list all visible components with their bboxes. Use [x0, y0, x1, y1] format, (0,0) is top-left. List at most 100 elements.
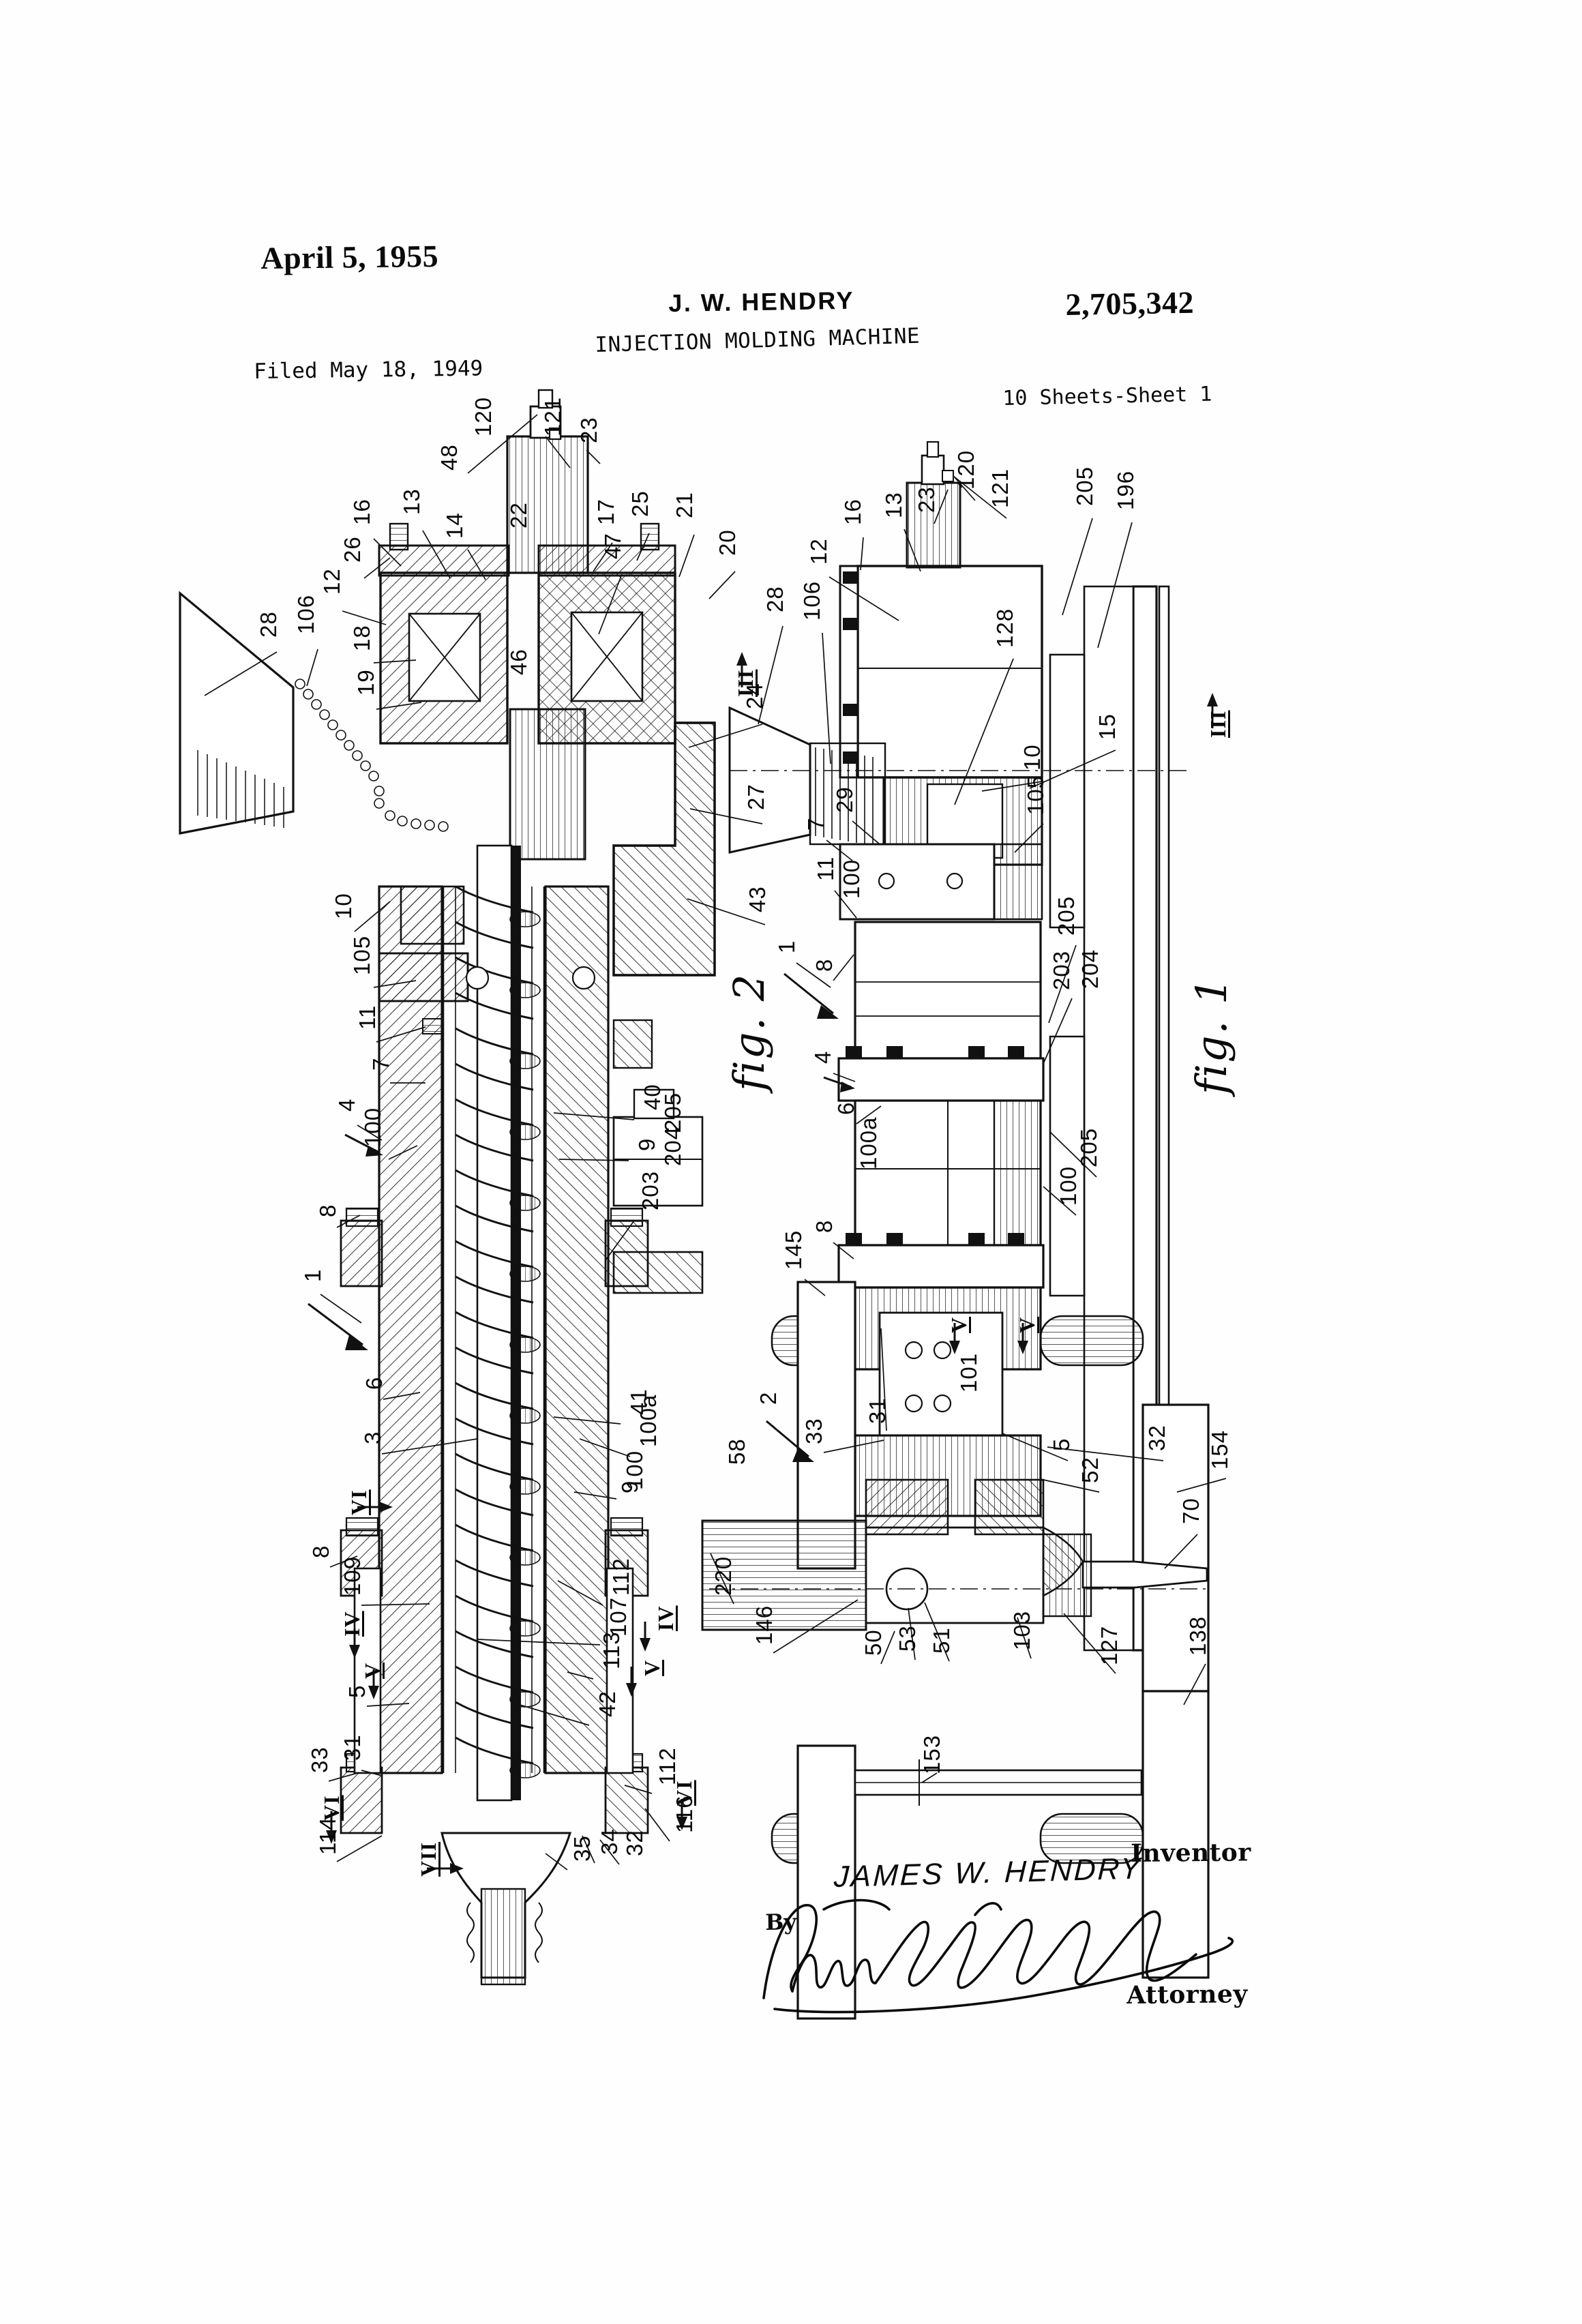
- fig2-ref-32: 32: [622, 1830, 647, 1856]
- fig2-ref-1: 1: [300, 1268, 325, 1282]
- fig2-ref-31: 31: [340, 1734, 365, 1761]
- fig2-ref-8: 8: [315, 1204, 340, 1217]
- fig1-section-iii: III: [1206, 710, 1230, 738]
- fig2-section-vi: VI: [346, 1489, 371, 1515]
- fig2-section-v: V: [360, 1662, 385, 1679]
- fig1-ref-120: 120: [953, 449, 979, 490]
- fig1-ref-128: 128: [992, 608, 1017, 648]
- inventor-name: J. W. HENDRY: [668, 286, 855, 317]
- fig1-ref-13: 13: [881, 492, 906, 518]
- fig1-ref-58: 58: [724, 1438, 749, 1465]
- fig1-ref-127: 127: [1096, 1625, 1122, 1665]
- fig1-ref-70: 70: [1178, 1498, 1204, 1524]
- fig2-ref-46: 46: [506, 649, 531, 675]
- fig1-ref-145: 145: [781, 1230, 806, 1270]
- fig2-ref-26: 26: [340, 536, 365, 563]
- fig2-section-v: V: [640, 1659, 664, 1676]
- fig2-ref-47: 47: [600, 533, 625, 559]
- fig2-ref-8b: 8: [308, 1545, 333, 1558]
- fig1-ref-51: 51: [929, 1627, 954, 1654]
- issue-date: April 5, 1955: [260, 238, 439, 275]
- fig2-ref-112: 112: [608, 1558, 633, 1596]
- fig2-ref-18: 18: [349, 625, 374, 651]
- fig1-ref-6: 6: [833, 1101, 859, 1115]
- fig1-ref-205b: 205: [1054, 895, 1079, 936]
- fig1-ref-10: 10: [1019, 744, 1045, 771]
- fig1-ref-220: 220: [711, 1555, 736, 1596]
- fig2-ref-20: 20: [715, 529, 740, 556]
- fig1-ref-8b: 8: [811, 1219, 837, 1233]
- fig2-ref-33: 33: [307, 1746, 332, 1773]
- fig1-ref-153: 153: [919, 1734, 944, 1774]
- fig1-ref-4: 4: [810, 1050, 835, 1064]
- fig2-ref-28: 28: [256, 611, 281, 638]
- fig1-ref-101: 101: [956, 1352, 981, 1392]
- fig1-ref-121: 121: [987, 468, 1013, 508]
- fig2-section-iii: III: [733, 669, 758, 697]
- fig1-ref-100a: 100a: [856, 1116, 881, 1170]
- fig2-ref-120: 120: [471, 396, 496, 436]
- fig1-ref-204: 204: [1077, 949, 1103, 989]
- fig1-ref-53: 53: [895, 1625, 920, 1652]
- fig1-ref-33: 33: [801, 1418, 826, 1444]
- fig1-section-v: V: [946, 1316, 971, 1333]
- fig2-ref-23: 23: [576, 417, 601, 443]
- fig1-ref-106: 106: [799, 580, 824, 621]
- fig1-ref-28: 28: [762, 586, 788, 612]
- fig1-ref-100b: 100: [839, 859, 864, 899]
- fig1-ref-5: 5: [1049, 1437, 1074, 1451]
- fig1-ref-138: 138: [1185, 1615, 1210, 1656]
- fig2-ref-27: 27: [743, 784, 768, 810]
- fig2-ref-105: 105: [349, 935, 374, 975]
- fig1-ref-12: 12: [806, 538, 831, 565]
- fig2-section-vii: VII: [416, 1841, 441, 1877]
- fig2-ref-11: 11: [355, 1004, 380, 1030]
- fig2-ref-16: 16: [349, 498, 374, 525]
- fig2-ref-121: 121: [540, 396, 565, 436]
- fig1-ref-205c: 205: [1076, 1127, 1101, 1167]
- fig2-ref-21: 21: [672, 492, 697, 518]
- fig1-ref-196: 196: [1113, 470, 1138, 510]
- fig2-ref-12: 12: [319, 568, 344, 595]
- fig2-ref-100b: 100: [360, 1107, 385, 1147]
- filing-date: Filed May 18, 1949: [254, 356, 483, 384]
- fig1-ref-100: 100: [1056, 1165, 1081, 1206]
- fig2-section-iv: IV: [653, 1605, 678, 1631]
- fig1-ref-7: 7: [803, 817, 829, 831]
- fig2-section-vi: VI: [672, 1780, 696, 1806]
- fig2-ref-204: 204: [660, 1126, 685, 1166]
- fig2-ref-100a: 100a: [636, 1394, 661, 1447]
- fig2-ref-25: 25: [627, 490, 653, 517]
- fig1-ref-16: 16: [840, 498, 865, 525]
- fig1-ref-50: 50: [861, 1629, 886, 1656]
- fig1-ref-146: 146: [751, 1605, 777, 1645]
- fig2-ref-6: 6: [361, 1376, 387, 1390]
- attorney-signature-mark: [762, 1898, 1234, 2014]
- figure-1-caption: fig. 1: [1186, 976, 1236, 1094]
- fig2-ref-203: 203: [638, 1170, 663, 1210]
- fig1-ref-52: 52: [1077, 1457, 1103, 1483]
- fig2-ref-19: 19: [353, 669, 378, 696]
- fig1-ref-31: 31: [865, 1397, 890, 1424]
- fig1-ref-105: 105: [1023, 775, 1048, 815]
- fig1-ref-8: 8: [811, 958, 837, 972]
- fig2-ref-34: 34: [597, 1828, 622, 1855]
- fig2-ref-48: 48: [436, 444, 462, 471]
- patent-number: 2,705,342: [1065, 284, 1195, 322]
- fig2-section-vi: VI: [319, 1795, 344, 1821]
- fig2-ref-106: 106: [293, 594, 318, 634]
- fig2-ref-109: 109: [340, 1555, 365, 1596]
- fig1-ref-11: 11: [813, 856, 838, 881]
- fig2-ref-5: 5: [344, 1684, 370, 1698]
- fig1-ref-23: 23: [914, 486, 939, 513]
- inventor-caption: Inventor: [1131, 1838, 1251, 1868]
- fig2-section-iv: IV: [340, 1611, 364, 1637]
- fig2-ref-107: 107: [606, 1596, 631, 1637]
- fig1-ref-1: 1: [774, 940, 799, 953]
- fig2-ref-3: 3: [360, 1431, 385, 1444]
- fig2-ref-17: 17: [593, 498, 618, 525]
- fig1-ref-15: 15: [1094, 713, 1120, 740]
- fig1-ref-205: 205: [1072, 466, 1097, 506]
- fig1-ref-154: 154: [1207, 1429, 1232, 1470]
